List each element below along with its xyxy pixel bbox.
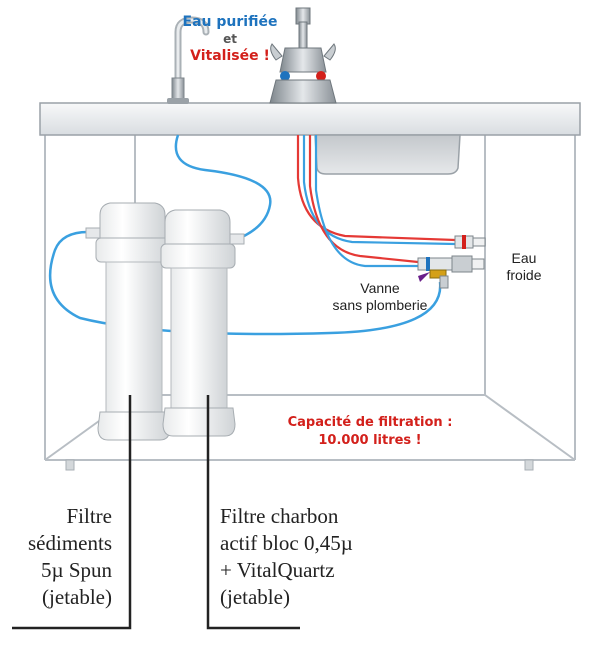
mixer-faucet-icon	[269, 7, 337, 104]
valve-line-1: Vanne	[360, 280, 400, 296]
filter2-line-1: Filtre charbon	[220, 504, 339, 528]
filter1-line-4: (jetable)	[42, 585, 112, 609]
filter1-line-3: 5µ Spun	[40, 558, 112, 582]
purified-line-2: et	[223, 32, 237, 46]
capacity-line-1: Capacité de filtration :	[287, 415, 453, 430]
capacity-label: Capacité de filtration : 10.000 litres !	[270, 414, 470, 450]
cold-water-label: Eau froide	[494, 250, 554, 284]
capacity-line-2: 10.000 litres !	[318, 433, 422, 448]
filter1-line-1: Filtre	[66, 504, 113, 528]
sink-basin-icon	[314, 134, 461, 175]
cabinet-foot-right	[524, 459, 534, 471]
supply-hoses	[296, 135, 456, 268]
cold-line-1: Eau	[511, 250, 537, 266]
cold-line-2: froide	[506, 267, 542, 283]
leader-lines	[12, 395, 300, 630]
filter2-line-2: actif bloc 0,45µ	[220, 531, 353, 555]
filter-housing-icon	[85, 202, 171, 441]
cabinet-foot-left	[65, 459, 75, 471]
filter2-line-4: (jetable)	[220, 585, 290, 609]
filter1-line-2: sédiments	[28, 531, 112, 555]
valve-label: Vanne sans plomberie	[320, 280, 440, 314]
sediment-filter-label: Filtre sédiments 5µ Spun (jetable)	[0, 503, 112, 611]
countertop	[39, 102, 581, 136]
filter-housing-icon	[160, 209, 245, 437]
filter2-line-3: + VitalQuartz	[220, 558, 335, 582]
carbon-filter-label: Filtre charbon actif bloc 0,45µ + VitalQ…	[220, 503, 420, 611]
valve-line-2: sans plomberie	[332, 297, 428, 313]
purified-water-label: Eau purifiée et Vitalisée !	[180, 14, 280, 65]
purified-line-1: Eau purifiée	[182, 14, 278, 30]
purifier-tap-icon	[167, 16, 210, 104]
purified-line-3: Vitalisée !	[190, 48, 270, 64]
valve-icon	[417, 235, 486, 289]
